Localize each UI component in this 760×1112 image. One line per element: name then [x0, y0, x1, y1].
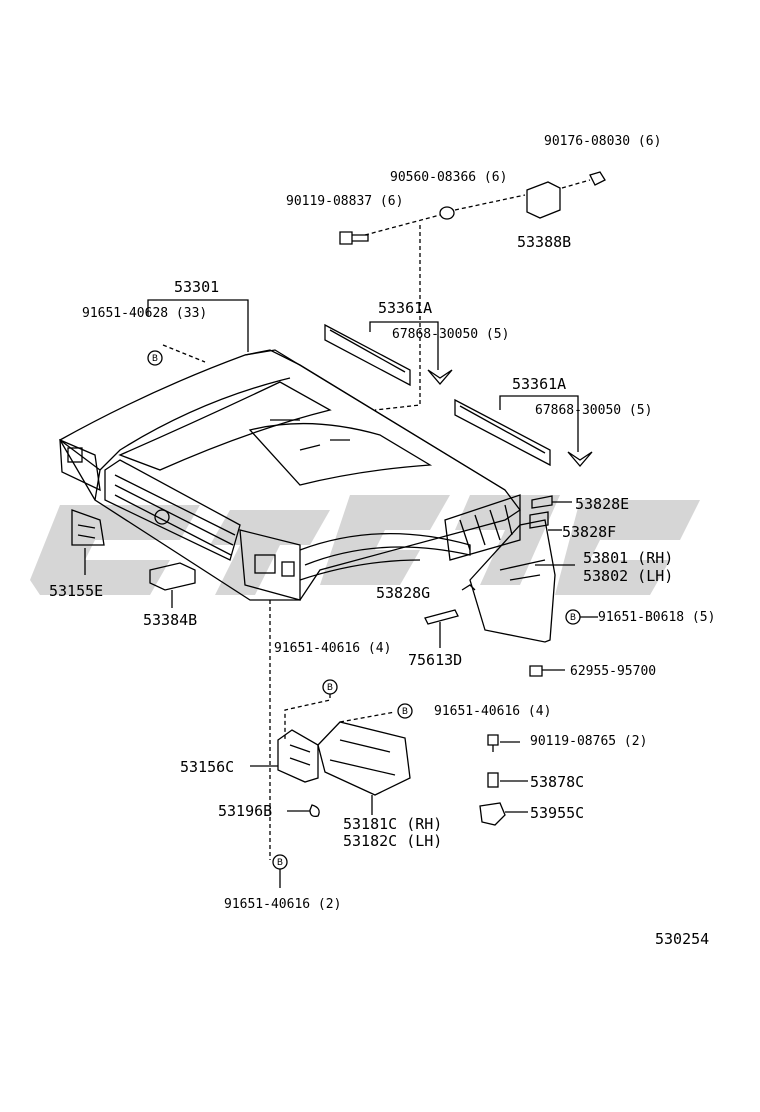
rod-75613D	[424, 609, 459, 625]
part-label: 53361A	[512, 375, 567, 393]
part-label: 62955-95700	[570, 664, 657, 679]
clip-67868-a	[427, 369, 453, 385]
part-label: 53181C (RH)	[343, 815, 443, 833]
part-label: 53828G	[376, 584, 431, 602]
clip-symbols: B B B B B	[152, 354, 576, 868]
part-label: 53301	[174, 278, 220, 296]
seal-53828E	[531, 495, 553, 509]
part-label: 90119-08765 (2)	[530, 734, 648, 749]
part-label: 53156C	[180, 758, 235, 776]
part-label: 75613D	[408, 651, 463, 669]
diagram-number: 530254	[655, 930, 710, 948]
bolt-90119-08837	[339, 231, 369, 245]
clip-67868-b	[567, 451, 593, 467]
part-label: 90560-08366 (6)	[390, 170, 508, 185]
part-label: 53802 (LH)	[583, 567, 674, 585]
part-label: 53361A	[378, 299, 433, 317]
part-label: 53955C	[530, 804, 585, 822]
right-headlight	[239, 529, 301, 601]
clip-53196B	[309, 804, 320, 818]
part-label: 53828E	[575, 495, 630, 513]
part-label: 91651-40616 (4)	[434, 704, 552, 719]
line-art	[59, 171, 606, 888]
part-label: 91651-B0618 (5)	[598, 610, 716, 625]
pad-53384B	[149, 562, 196, 591]
part-label: 53828F	[562, 523, 617, 541]
cowl-strip-2	[454, 398, 551, 467]
clip-symbol: B	[402, 707, 408, 717]
clip-53955C	[479, 802, 506, 826]
part-label: 53801 (RH)	[583, 549, 674, 567]
clip-symbol: B	[277, 858, 283, 868]
front-grille	[104, 459, 241, 561]
spacer-53878C	[487, 772, 499, 788]
part-label: 53388B	[517, 233, 572, 251]
part-label: 53878C	[530, 773, 585, 791]
fender-vents	[444, 494, 521, 561]
clip-symbol: B	[327, 683, 333, 693]
part-label: 67868-30050 (5)	[392, 327, 510, 342]
grommet-90560	[439, 206, 455, 220]
cowl-strip-1	[324, 323, 411, 387]
part-label: 53384B	[143, 611, 198, 629]
bracket-53156C	[277, 729, 319, 783]
part-label: 90176-08030 (6)	[544, 134, 662, 149]
part-label: 53196B	[218, 802, 273, 820]
seal-53828F	[529, 511, 549, 529]
part-label: 91651-40628 (33)	[82, 306, 208, 321]
bolt-90119-08765	[487, 734, 499, 752]
part-label: 91651-40616 (4)	[274, 641, 392, 656]
clip-symbol: B	[570, 613, 576, 623]
clip-symbol: B	[152, 354, 158, 364]
hood-scoop	[118, 381, 332, 471]
bracket-53388B	[526, 181, 561, 219]
splash-shield-53181C	[317, 721, 411, 796]
part-label: 53182C (LH)	[343, 832, 443, 850]
watermark	[30, 495, 700, 595]
part-label: 53155E	[49, 582, 104, 600]
part-label: 67868-30050 (5)	[535, 403, 653, 418]
bracket-53155E	[71, 509, 105, 546]
screw-62955	[529, 665, 543, 677]
part-label: 90119-08837 (6)	[286, 194, 404, 209]
left-headlight	[59, 438, 101, 492]
clip-90176	[589, 171, 606, 186]
hood-outline	[59, 349, 521, 601]
part-label: 91651-40616 (2)	[224, 897, 342, 912]
fender-53801	[469, 519, 556, 643]
